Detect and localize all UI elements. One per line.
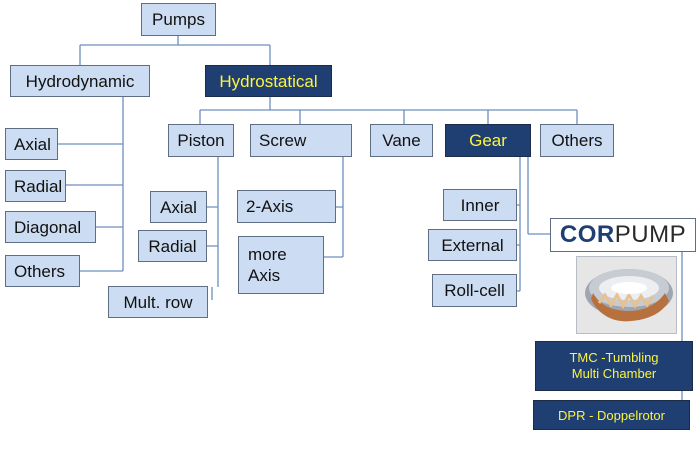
hydrostatical-node: Hydrostatical — [205, 65, 332, 97]
gear-external-node: External — [428, 229, 517, 261]
piston-node: Piston — [168, 124, 234, 157]
hydrodynamic-others-label: Others — [14, 261, 66, 281]
gear-label: Gear — [469, 131, 507, 150]
corpump-logo-bold: COR — [559, 221, 615, 248]
pumps-label: Pumps — [152, 10, 205, 29]
vane-node: Vane — [370, 124, 433, 157]
piston-axial-label: Axial — [160, 197, 197, 217]
gear-node: Gear — [445, 124, 531, 157]
hydrodynamic-axial-node: Axial — [5, 128, 58, 160]
gear-external-label: External — [441, 235, 504, 255]
piston-mult-row-node: Mult. row — [108, 286, 208, 318]
hydrodynamic-radial-label: Radial — [14, 176, 63, 196]
screw-node: Screw — [250, 124, 352, 157]
vane-label: Vane — [382, 131, 421, 150]
hydrodynamic-radial-node: Radial — [5, 170, 66, 202]
hydrodynamic-diagonal-node: Diagonal — [5, 211, 96, 243]
hydrodynamic-axial-label: Axial — [14, 134, 51, 154]
hydrostatical-others-node: Others — [540, 124, 614, 157]
hydrodynamic-diagonal-label: Diagonal — [14, 217, 82, 237]
hydrostatical-others-label: Others — [551, 131, 603, 150]
screw-more-axis-label: more Axis — [248, 244, 287, 285]
corpump-logo-rest: PUMP — [614, 221, 687, 248]
piston-radial-node: Radial — [138, 230, 207, 262]
gear-inner-label: Inner — [460, 195, 500, 215]
piston-axial-node: Axial — [150, 191, 207, 223]
tmc-tumbling-node: TMC -Tumbling Multi Chamber — [535, 341, 693, 391]
piston-mult-row-label: Mult. row — [123, 292, 193, 312]
screw-2-axis-node: 2-Axis — [237, 190, 336, 223]
pumps-node: Pumps — [141, 3, 216, 36]
dpr-doppelrotor-label: DPR - Doppelrotor — [558, 407, 665, 423]
gear-inner-node: Inner — [443, 189, 517, 221]
piston-radial-label: Radial — [148, 236, 197, 256]
rotor-illustration — [585, 269, 673, 322]
screw-label: Screw — [259, 131, 307, 150]
piston-label: Piston — [177, 131, 225, 150]
hydrostatical-label: Hydrostatical — [219, 71, 318, 91]
screw-2-axis-label: 2-Axis — [246, 197, 294, 216]
dpr-doppelrotor-node: DPR - Doppelrotor — [533, 400, 690, 430]
corpump-rotor-image — [576, 256, 677, 334]
gear-roll-cell-node: Roll-cell — [432, 274, 517, 307]
tmc-tumbling-label: TMC -Tumbling Multi Chamber — [569, 349, 659, 381]
hydrodynamic-node: Hydrodynamic — [10, 65, 150, 97]
hydrodynamic-label: Hydrodynamic — [25, 71, 135, 91]
gear-roll-cell-label: Roll-cell — [444, 281, 505, 300]
hydrodynamic-others-node: Others — [5, 255, 80, 287]
screw-more-axis-node: more Axis — [238, 236, 324, 294]
